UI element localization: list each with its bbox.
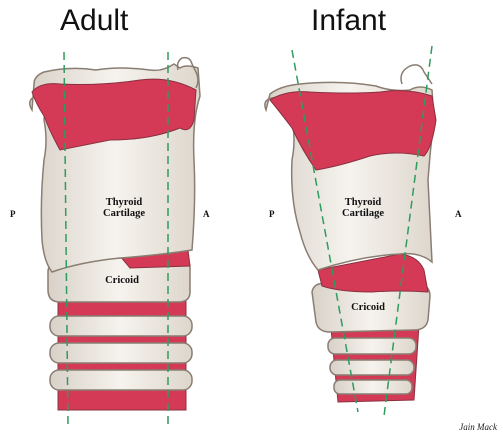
infant-title: Infant <box>311 4 386 38</box>
infant-posterior-label: P <box>269 210 275 219</box>
infant-thyroid-label: Thyroid Cartilage <box>327 197 399 219</box>
adult-trachea-ring <box>50 343 192 363</box>
adult-title: Adult <box>60 4 128 38</box>
adult-thyroid-label: Thyroid Cartilage <box>88 197 160 219</box>
infant-trachea-ring <box>328 338 416 354</box>
adult-cricoid-label: Cricoid <box>96 275 148 286</box>
infant-cricoid-label: Cricoid <box>342 302 394 313</box>
infant-trachea-ring <box>330 360 414 375</box>
infant-anterior-label: A <box>455 210 462 219</box>
adult-larynx <box>30 52 200 426</box>
adult-anterior-label: A <box>203 210 210 219</box>
adult-trachea-ring <box>50 370 192 390</box>
infant-larynx <box>265 46 436 416</box>
adult-posterior-label: P <box>10 210 16 219</box>
infant-trachea-ring <box>334 380 412 394</box>
artist-signature: Jain Mack <box>459 422 497 432</box>
infant-superior-horn <box>401 65 432 84</box>
adult-trachea-ring <box>50 316 192 336</box>
